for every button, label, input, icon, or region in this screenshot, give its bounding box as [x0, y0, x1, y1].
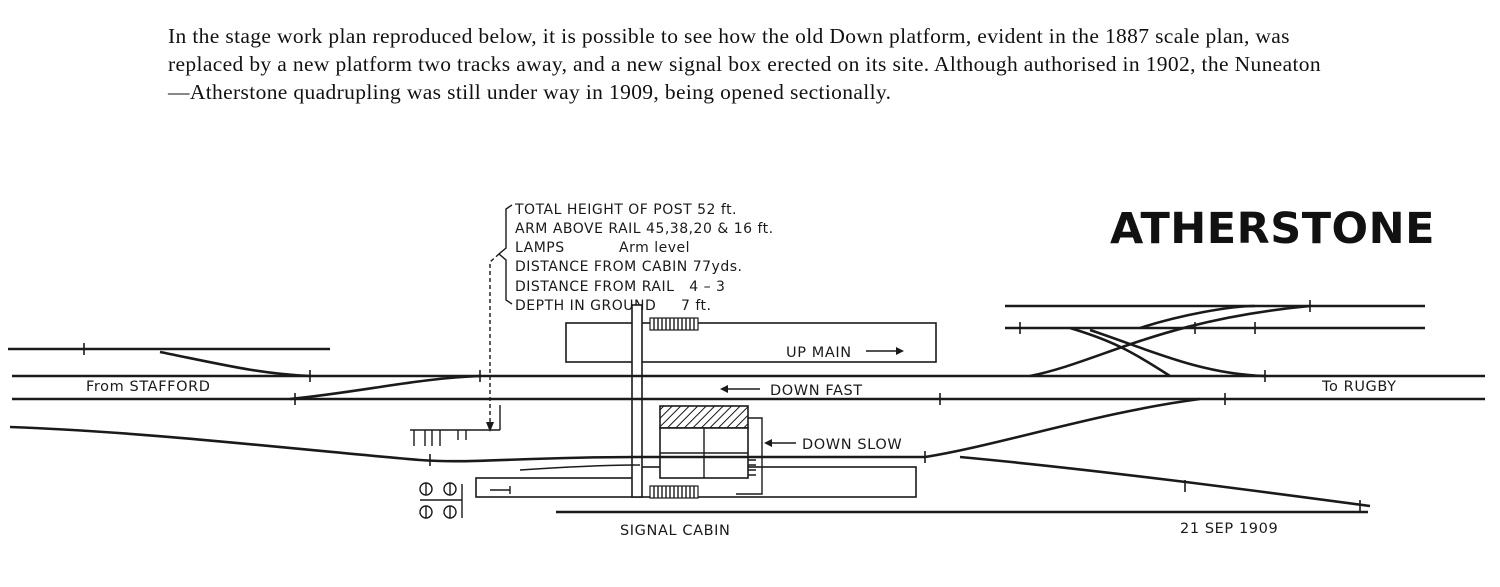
plan-title: ATHERSTONE	[1110, 204, 1435, 254]
signal-gantry	[410, 405, 501, 446]
spec-line: DEPTH IN GROUND 7 ft.	[515, 298, 711, 314]
spec-brace	[497, 204, 513, 305]
spec-line: ARM ABOVE RAIL 45,38,20 & 16 ft.	[515, 221, 774, 237]
to-label: To RUGBY	[1321, 379, 1397, 395]
platform-steps	[649, 317, 699, 499]
from-label: From STAFFORD	[86, 379, 211, 395]
signal-cabin-building	[659, 405, 763, 495]
spec-line: LAMPS Arm level	[515, 240, 690, 256]
down-slow-label: DOWN SLOW	[802, 437, 902, 453]
footbridge	[631, 304, 643, 498]
spec-line: DISTANCE FROM RAIL 4 – 3	[515, 279, 725, 295]
up-platform	[565, 322, 937, 363]
up-main-label: UP MAIN	[786, 345, 852, 361]
signal-post-specs: TOTAL HEIGHT OF POST 52 ft. ARM ABOVE RA…	[486, 202, 774, 432]
spec-pointer	[489, 253, 500, 428]
rail-joints	[83, 300, 1361, 512]
ground-signals	[419, 482, 511, 519]
down-fast-label: DOWN FAST	[770, 383, 863, 399]
spec-line: TOTAL HEIGHT OF POST 52 ft.	[514, 202, 737, 218]
spec-line: DISTANCE FROM CABIN 77yds.	[515, 259, 742, 275]
old-platform-stub	[475, 477, 641, 498]
direction-arrows	[720, 347, 904, 447]
intro-paragraph: In the stage work plan reproduced below,…	[168, 22, 1333, 106]
spec-pointer-arrowhead	[486, 422, 494, 432]
intro-text: In the stage work plan reproduced below,…	[168, 24, 1321, 104]
signal-cabin-label: SIGNAL CABIN	[620, 523, 730, 539]
date-label: 21 SEP 1909	[1180, 521, 1278, 537]
running-lines	[8, 304, 1485, 514]
